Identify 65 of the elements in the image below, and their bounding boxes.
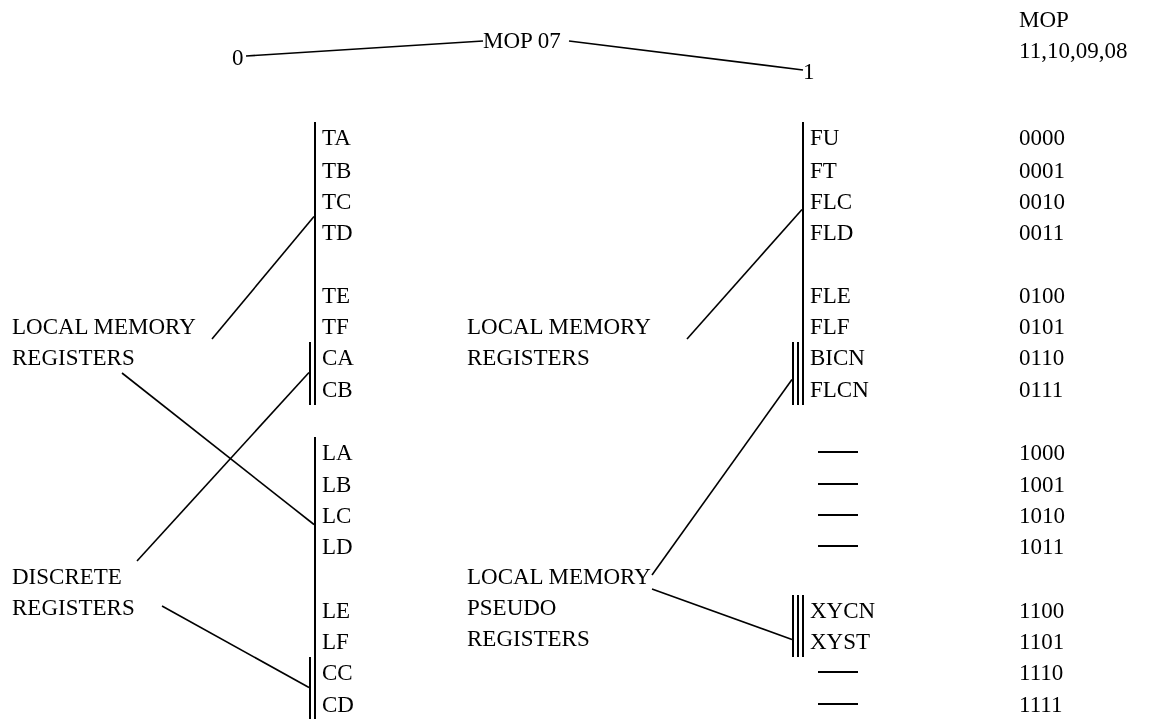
register-name: FT — [810, 156, 837, 185]
register-name: LC — [322, 501, 352, 530]
register-name: FLC — [810, 187, 853, 216]
register-label: 1 — [803, 56, 817, 87]
register-label: LOCAL MEMORY PSEUDO REGISTERS — [467, 561, 652, 654]
blank-line — [818, 703, 858, 705]
register-name: TD — [322, 218, 353, 247]
register-label: LOCAL MEMORY REGISTERS — [12, 311, 212, 373]
opcode-value: 0001 — [1019, 156, 1065, 185]
opcode-value: 1001 — [1019, 470, 1065, 499]
column-header: MOP 11,10,09,08 — [1019, 6, 1129, 65]
opcode-value: 0100 — [1019, 281, 1065, 310]
leader-line — [121, 372, 315, 526]
blank-line — [818, 451, 858, 453]
register-label: 0 — [232, 42, 246, 73]
register-name: CD — [322, 690, 354, 719]
leader-line — [211, 215, 315, 340]
opcode-value: 0000 — [1019, 123, 1065, 152]
opcode-value: 0111 — [1019, 375, 1064, 404]
leader-line — [651, 588, 793, 641]
blank-line — [818, 483, 858, 485]
register-label: LOCAL MEMORY REGISTERS — [467, 311, 687, 373]
register-name: LE — [322, 596, 351, 625]
opcode-value: 1101 — [1019, 627, 1065, 656]
opcode-value: 1111 — [1019, 690, 1063, 719]
opcode-value: 0101 — [1019, 312, 1065, 341]
register-name: LB — [322, 470, 352, 499]
leader-line — [161, 605, 310, 689]
register-name: FU — [810, 123, 840, 152]
opcode-value: 0110 — [1019, 343, 1065, 372]
register-name: FLE — [810, 281, 851, 310]
register-name: BICN — [810, 343, 865, 372]
register-name: TB — [322, 156, 352, 185]
opcode-value: 1000 — [1019, 438, 1065, 467]
register-name: FLF — [810, 312, 850, 341]
register-label: DISCRETE REGISTERS — [12, 561, 162, 623]
blank-line — [818, 545, 858, 547]
register-name: CA — [322, 343, 354, 372]
leader-line — [568, 40, 804, 71]
opcode-value: 1110 — [1019, 658, 1064, 687]
opcode-value: 1100 — [1019, 596, 1065, 625]
leader-line — [245, 40, 484, 57]
opcode-value: 1010 — [1019, 501, 1065, 530]
leader-line — [136, 371, 310, 562]
register-name: CB — [322, 375, 353, 404]
register-name: TE — [322, 281, 351, 310]
register-name: LD — [322, 532, 353, 561]
register-name: FLCN — [810, 375, 869, 404]
register-label: MOP 07 — [483, 25, 569, 56]
register-name: XYST — [810, 627, 871, 656]
register-name: TA — [322, 123, 351, 152]
opcode-value: 1011 — [1019, 532, 1065, 561]
register-name: LA — [322, 438, 353, 467]
blank-line — [818, 514, 858, 516]
register-name: TF — [322, 312, 349, 341]
register-name: LF — [322, 627, 349, 656]
opcode-value: 0011 — [1019, 218, 1065, 247]
register-name: FLD — [810, 218, 854, 247]
register-name: TC — [322, 187, 352, 216]
leader-line — [651, 378, 793, 576]
register-name: CC — [322, 658, 353, 687]
leader-line — [686, 208, 803, 340]
register-name: XYCN — [810, 596, 876, 625]
opcode-value: 0010 — [1019, 187, 1065, 216]
blank-line — [818, 671, 858, 673]
